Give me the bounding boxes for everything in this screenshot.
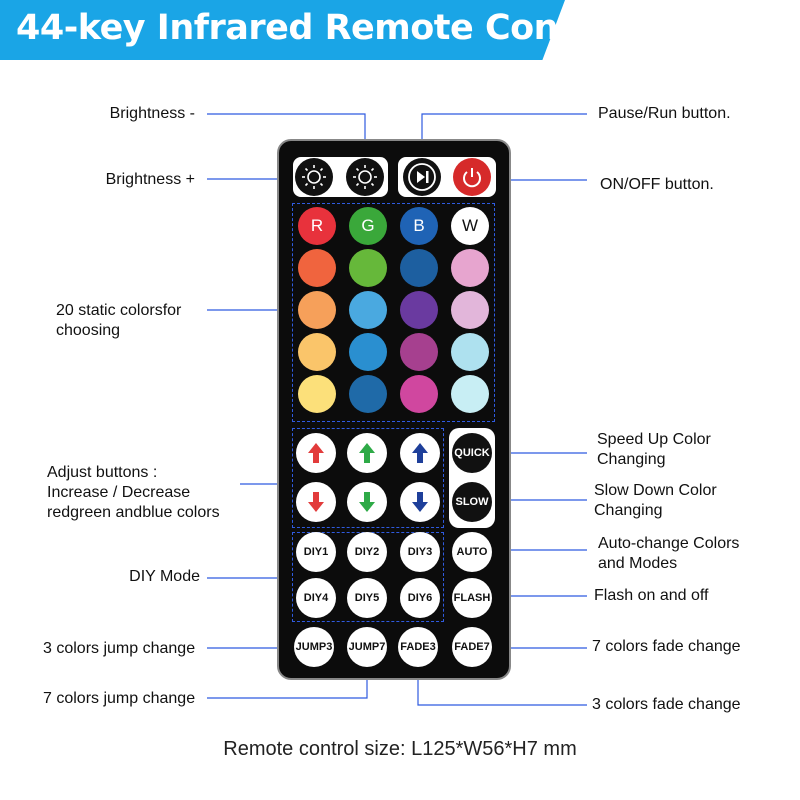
title-banner (0, 0, 565, 60)
adjust-button-group (292, 428, 444, 528)
arrow-down-icon (359, 492, 375, 512)
brightness-up-button[interactable] (346, 158, 384, 196)
blue-down-button[interactable] (400, 482, 440, 522)
color-button-b[interactable]: B (400, 207, 438, 245)
label-static-colors-line1: 20 static colorsfor (56, 302, 182, 319)
diy2-button[interactable]: DIY2 (347, 532, 387, 572)
color-button[interactable] (451, 333, 489, 371)
label-fade3: 3 colors fade change (592, 696, 741, 713)
label-auto-line1: Auto-change Colors (598, 535, 740, 552)
color-button[interactable] (451, 291, 489, 329)
color-button[interactable] (298, 249, 336, 287)
diy6-button[interactable]: DIY6 (400, 578, 440, 618)
color-button[interactable] (298, 291, 336, 329)
red-up-button[interactable] (296, 433, 336, 473)
arrow-up-icon (308, 443, 324, 463)
power-icon (463, 168, 481, 188)
diy1-button[interactable]: DIY1 (296, 532, 336, 572)
arrow-up-icon (412, 443, 428, 463)
footer-size-note: Remote control size: L125*W56*H7 mm (223, 738, 577, 760)
arrow-down-icon (308, 492, 324, 512)
label-diy-mode: DIY Mode (129, 568, 200, 585)
diy4-button[interactable]: DIY4 (296, 578, 336, 618)
label-static-colors-line2: choosing (56, 322, 121, 339)
label-speed-up-line1: Speed Up Color (597, 431, 711, 448)
on-off-button[interactable] (453, 158, 491, 196)
color-button[interactable] (400, 333, 438, 371)
label-pause-run: Pause/Run button. (598, 105, 731, 122)
quick-button[interactable]: QUICK (452, 433, 492, 473)
color-button[interactable] (349, 375, 387, 413)
label-jump7: 7 colors jump change (43, 690, 196, 707)
jump7-button[interactable]: JUMP7 (347, 627, 387, 667)
green-up-button[interactable] (347, 433, 387, 473)
diy5-button[interactable]: DIY5 (347, 578, 387, 618)
color-button[interactable] (400, 249, 438, 287)
color-button[interactable] (400, 375, 438, 413)
fade3-button[interactable]: FADE3 (398, 627, 438, 667)
fade7-button[interactable]: FADE7 (452, 627, 492, 667)
label-auto-line2: and Modes (598, 555, 678, 572)
label-brightness-down: Brightness - (109, 105, 195, 122)
color-button[interactable] (349, 291, 387, 329)
sun-icon (353, 165, 377, 189)
color-button-g[interactable]: G (349, 207, 387, 245)
label-jump3: 3 colors jump change (43, 640, 196, 657)
page-title: 44-key Infrared Remote Control (16, 8, 627, 48)
color-button[interactable] (451, 249, 489, 287)
red-down-button[interactable] (296, 482, 336, 522)
play-pause-icon (408, 163, 436, 191)
flash-button[interactable]: FLASH (452, 578, 492, 618)
jump3-button[interactable]: JUMP3 (294, 627, 334, 667)
arrow-down-icon (412, 492, 428, 512)
pause-run-button[interactable] (403, 158, 441, 196)
label-adjust-line1: Adjust buttons : (47, 464, 158, 481)
auto-button[interactable]: AUTO (452, 532, 492, 572)
green-down-button[interactable] (347, 482, 387, 522)
brightness-down-button[interactable] (295, 158, 333, 196)
color-button[interactable] (298, 375, 336, 413)
color-button[interactable] (349, 249, 387, 287)
label-slow-down-line1: Slow Down Color (594, 482, 717, 499)
label-fade7: 7 colors fade change (592, 638, 741, 655)
label-on-off: ON/OFF button. (600, 176, 714, 193)
label-flash: Flash on and off (594, 587, 709, 604)
arrow-up-icon (359, 443, 375, 463)
color-button-r[interactable]: R (298, 207, 336, 245)
static-color-group (292, 203, 495, 422)
blue-up-button[interactable] (400, 433, 440, 473)
color-button[interactable] (451, 375, 489, 413)
sun-icon (302, 165, 326, 189)
label-adjust-line2: Increase / Decrease (47, 484, 191, 501)
color-button[interactable] (349, 333, 387, 371)
color-button[interactable] (298, 333, 336, 371)
color-button[interactable] (400, 291, 438, 329)
label-brightness-up: Brightness + (105, 171, 195, 188)
label-adjust-line3: redgreen andblue colors (47, 504, 220, 521)
label-slow-down-line2: Changing (594, 502, 663, 519)
slow-button[interactable]: SLOW (452, 482, 492, 522)
diy3-button[interactable]: DIY3 (400, 532, 440, 572)
color-button-w[interactable]: W (451, 207, 489, 245)
label-speed-up-line2: Changing (597, 451, 666, 468)
